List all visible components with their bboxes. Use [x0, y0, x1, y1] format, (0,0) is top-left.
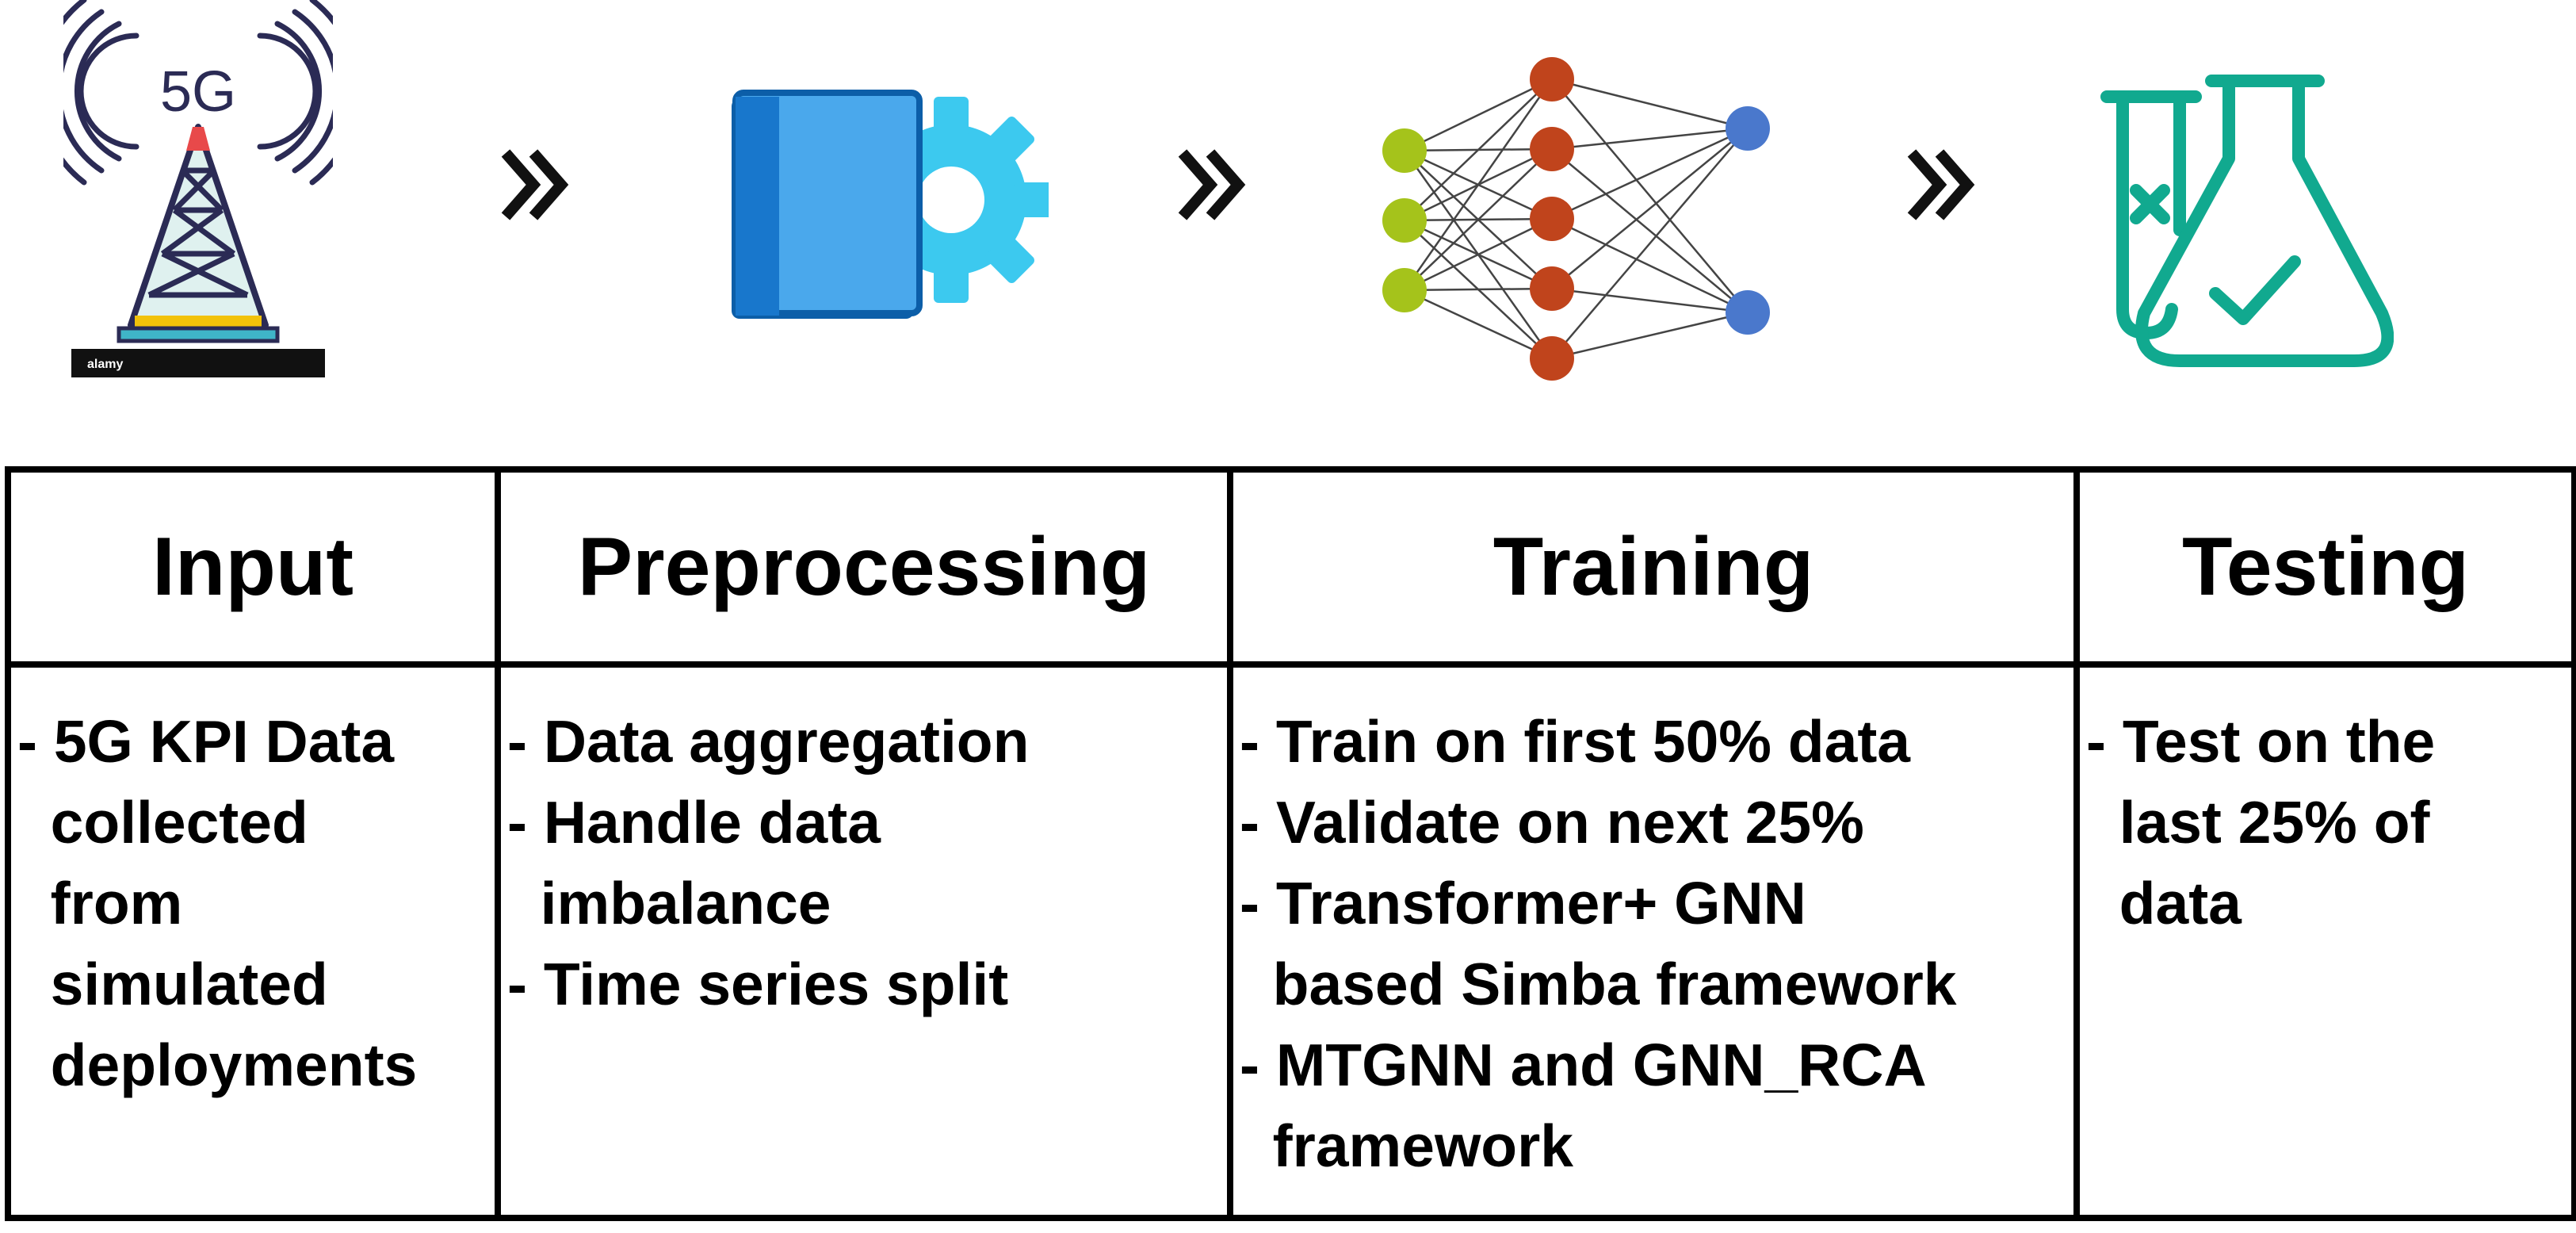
nn-input-node	[1382, 128, 1427, 173]
stage-line: - Transformer+ GNN	[1240, 870, 1806, 936]
stage-line: - Time series split	[507, 951, 1009, 1017]
stage-details-testing: - Test on the last 25% of data	[2073, 661, 2576, 1221]
nn-hidden-node	[1530, 266, 1574, 311]
stage-lines: - 5G KPI Data collected from simulated d…	[11, 668, 495, 1105]
stage-line: - Validate on next 25%	[1240, 789, 1864, 856]
pipeline-stage-table: Input Preprocessing Training Testing - 5…	[5, 466, 2576, 1221]
stage-line: - Data aggregation	[507, 708, 1030, 775]
nn-input-node	[1382, 268, 1427, 312]
5g-tower-icon: 5G alamy	[63, 0, 333, 381]
stage-line: last 25% of	[2086, 789, 2430, 856]
stage-line: from	[17, 870, 183, 936]
stage-line: deployments	[17, 1032, 418, 1098]
book-gear-icon	[728, 89, 1049, 320]
watermark-text: alamy	[87, 358, 123, 371]
stage-line: based Simba framework	[1240, 951, 1957, 1017]
double-chevron-right-icon	[498, 141, 577, 228]
nn-hidden-node	[1530, 197, 1574, 241]
stage-line: collected	[17, 789, 308, 856]
stage-line: - Train on first 50% data	[1240, 708, 1911, 775]
stage-title-input: Input	[5, 466, 501, 668]
stage-details-training: - Train on first 50% data - Validate on n…	[1227, 661, 2080, 1221]
lab-flasks-icon	[2093, 71, 2394, 373]
stage-lines: - Train on first 50% data - Validate on n…	[1233, 668, 2073, 1186]
stage-title-testing: Testing	[2073, 466, 2576, 668]
stage-title-preprocessing: Preprocessing	[495, 466, 1233, 668]
nn-output-node	[1726, 290, 1770, 335]
nn-hidden-node	[1530, 336, 1574, 381]
stage-lines: - Data aggregation - Handle data imbalanc…	[501, 668, 1227, 1024]
neural-network-icon	[1379, 54, 1775, 387]
stage-lines: - Test on the last 25% of data	[2080, 668, 2571, 944]
nn-hidden-node	[1530, 127, 1574, 171]
stage-line: simulated	[17, 951, 328, 1017]
tower-5g-label: 5G	[160, 60, 236, 124]
stage-details-input: - 5G KPI Data collected from simulated d…	[5, 661, 501, 1221]
double-chevron-right-icon	[1904, 141, 1983, 228]
stage-detail-row: - 5G KPI Data collected from simulated d…	[5, 661, 2576, 1221]
stage-line: data	[2086, 870, 2242, 936]
stage-details-preprocessing: - Data aggregation - Handle data imbalanc…	[495, 661, 1233, 1221]
double-chevron-right-icon	[1175, 141, 1254, 228]
stage-title-training: Training	[1227, 466, 2080, 668]
stage-line: - 5G KPI Data	[17, 708, 395, 775]
nn-output-node	[1726, 106, 1770, 151]
stage-line: - MTGNN and GNN_RCA	[1240, 1032, 1927, 1098]
stage-header-row: Input Preprocessing Training Testing	[5, 466, 2576, 668]
stage-line: - Test on the	[2086, 708, 2436, 775]
nn-input-node	[1382, 198, 1427, 243]
stage-line: framework	[1240, 1112, 1573, 1179]
nn-hidden-node	[1530, 57, 1574, 101]
stage-line: imbalance	[507, 870, 831, 936]
stage-line: - Handle data	[507, 789, 881, 856]
